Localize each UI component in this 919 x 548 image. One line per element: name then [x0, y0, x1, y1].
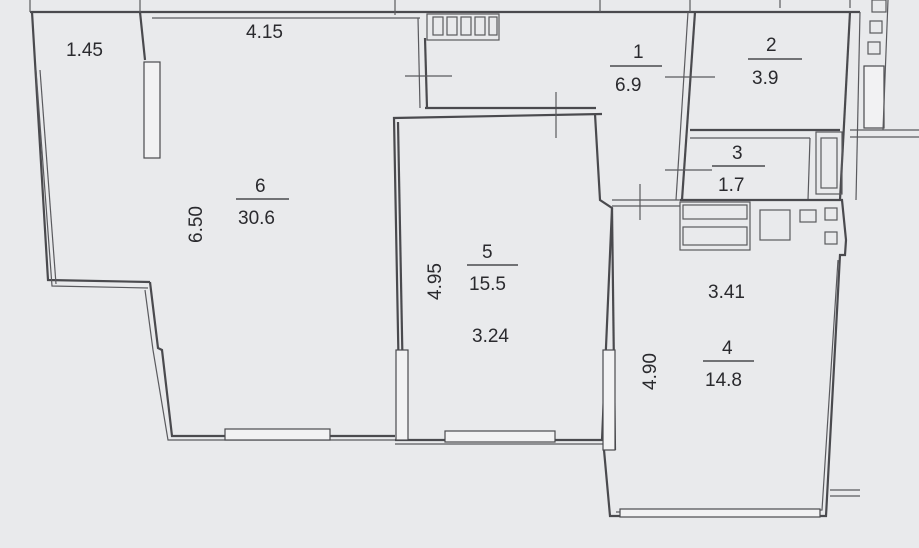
room-5-left-door [395, 349, 409, 441]
bathtub [815, 131, 843, 195]
room-4-left-door [602, 349, 616, 451]
room-4-label: 4 14.8 [703, 338, 754, 391]
dim-room5-width: 3.24 [472, 326, 509, 347]
room-5-number: 5 [482, 242, 493, 263]
corridor-walls [405, 17, 680, 220]
dim-room4-length: 4.90 [640, 353, 661, 390]
room-6-area: 30.6 [238, 208, 275, 229]
balcony [30, 11, 151, 289]
dim-room5-length: 4.95 [425, 263, 446, 300]
room-5-label: 5 15.5 [467, 242, 518, 295]
room-2-area: 3.9 [752, 68, 778, 89]
room-4-number: 4 [722, 338, 733, 359]
dim-room4-width: 3.41 [708, 282, 745, 303]
dim-room6-width: 4.15 [246, 22, 283, 43]
room-1-label: 1 6.9 [610, 42, 662, 96]
room-2-number: 2 [766, 35, 777, 56]
room-1-number: 1 [633, 42, 644, 63]
room-3-label: 3 1.7 [712, 143, 765, 196]
room-2-label: 2 3.9 [748, 35, 802, 89]
room-5-walls [392, 112, 614, 445]
room-3-number: 3 [732, 143, 743, 164]
dim-room6-length: 6.50 [186, 206, 207, 243]
balcony-door [143, 61, 161, 159]
room-5-window [444, 430, 556, 443]
room-6-label: 6 30.6 [236, 176, 289, 229]
room-6-number: 6 [255, 176, 266, 197]
neighbor-stair [830, 0, 919, 497]
room-1-area: 6.9 [615, 75, 641, 96]
ventilation-shaft [426, 13, 500, 41]
dim-balcony-width: 1.45 [66, 40, 103, 61]
room-6-window [224, 428, 331, 441]
room-3-area: 1.7 [718, 175, 744, 196]
room-5-area: 15.5 [469, 274, 506, 295]
kitchen-appliances [679, 201, 838, 251]
room-4-window [619, 508, 821, 518]
room-4-area: 14.8 [705, 370, 742, 391]
top-outer-wall [29, 0, 860, 19]
